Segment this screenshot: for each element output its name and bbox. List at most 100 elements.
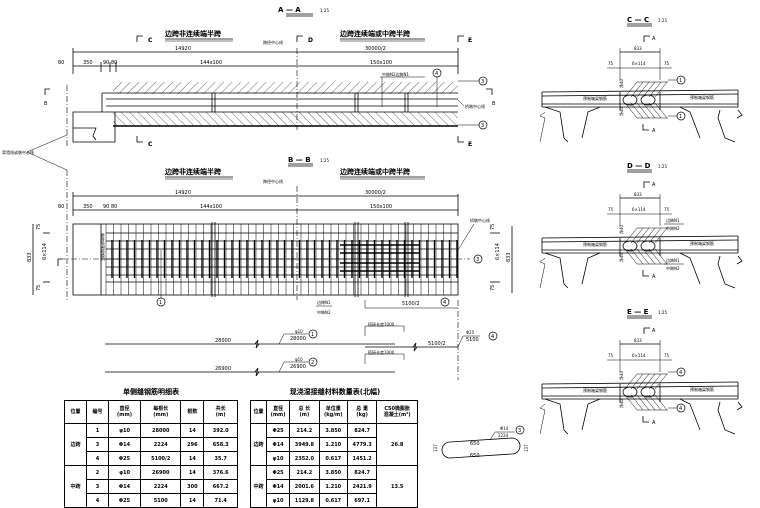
column-header: 编号 bbox=[86, 400, 110, 424]
bar1-dia: φ10 bbox=[295, 329, 303, 334]
bar2-length: 26900 bbox=[215, 366, 231, 372]
cc-title: C — C bbox=[627, 16, 649, 24]
dim-75-left: 75 bbox=[608, 207, 614, 212]
dim-14920-a: 14920 bbox=[175, 46, 191, 52]
table-cell: 35.7 bbox=[203, 451, 238, 466]
table-cell: 296 bbox=[180, 437, 205, 452]
dim-833: 833 bbox=[634, 338, 642, 343]
u-bar-top bbox=[630, 373, 644, 390]
label-mid-n2-bottom: 中跨N2 bbox=[666, 265, 680, 271]
bar-shapes: 28000 φ10 28000 1 26900 φ10 26900 2 搭接长度… bbox=[105, 300, 498, 380]
table-cell: 4 bbox=[86, 493, 110, 508]
dim-75-right: 75 bbox=[664, 61, 670, 66]
u-bar-bottom bbox=[648, 248, 662, 265]
u-bar-bottom bbox=[654, 394, 668, 411]
u-bar-bottom bbox=[630, 248, 644, 265]
u-bar-top bbox=[636, 373, 650, 390]
dim-150x100-a: 150x100 bbox=[370, 60, 392, 66]
position-cell: 边跨 bbox=[250, 423, 267, 466]
label-net40-bottom: 净40 bbox=[618, 252, 624, 262]
dim-5100-2-b: 5100/2 bbox=[402, 301, 420, 307]
concrete-volume-cell: 26.8 bbox=[376, 423, 418, 466]
table-cell: 3 bbox=[86, 437, 110, 452]
table-cell: 28000 bbox=[140, 423, 182, 438]
cc-scale: 1:25 bbox=[658, 18, 667, 23]
table-cell: 214.2 bbox=[289, 465, 320, 480]
dim-833: 833 bbox=[634, 46, 642, 51]
table-cell: 1.210 bbox=[318, 437, 348, 452]
table-cell: Φ25 bbox=[265, 465, 291, 480]
u-bar-bottom bbox=[642, 248, 656, 265]
dim-80-a: 80 bbox=[58, 60, 64, 66]
column-header: 总 重(kg) bbox=[346, 400, 378, 424]
u-bar-bottom bbox=[630, 102, 644, 119]
label-net40-bottom: 净40 bbox=[618, 106, 624, 116]
label-mid-n2-top: 中跨N2 bbox=[666, 225, 680, 231]
position-cell: 边跨 bbox=[63, 423, 88, 466]
label-span-centerline-b: 跨径中心线 bbox=[263, 178, 283, 184]
bar4-callout-len: 5100 bbox=[466, 337, 479, 343]
u-bar-top bbox=[648, 81, 662, 98]
lap-length-1: 搭接长度1000 bbox=[368, 321, 395, 327]
dim-6x114: 6×114 bbox=[632, 353, 646, 358]
dim-350-a: 350 bbox=[83, 60, 93, 66]
dim-75-right: 75 bbox=[664, 353, 670, 358]
bar-callout-circle bbox=[676, 111, 686, 121]
column-header: 直径(mm) bbox=[265, 400, 291, 424]
dim-75-b-right-bottom: 75 bbox=[490, 285, 496, 291]
table-cell: 658.3 bbox=[203, 437, 238, 452]
u-bar-top bbox=[648, 373, 662, 390]
label-net40-top: 净40 bbox=[618, 370, 624, 380]
dd-title: D — D bbox=[627, 162, 651, 170]
dim-75-right: 75 bbox=[664, 207, 670, 212]
table-cell: Φ25 bbox=[108, 451, 142, 466]
aa-title: A — A bbox=[278, 6, 301, 14]
bar3-dia: Φ14 bbox=[500, 426, 509, 431]
table-cell: 1451.2 bbox=[346, 451, 378, 466]
bar-callout-bottom: 1 bbox=[679, 114, 682, 120]
dim-75-b-right-top: 75 bbox=[490, 224, 496, 230]
ee-scale: 1:25 bbox=[658, 310, 667, 315]
table-cell: 5100 bbox=[140, 493, 182, 508]
dim-6x114: 6×114 bbox=[632, 207, 646, 212]
u-bar-top bbox=[630, 81, 644, 98]
table-cell: 214.2 bbox=[289, 423, 320, 438]
bar2-dia: φ10 bbox=[295, 357, 303, 362]
label-prefab-steel-right: 预制箱梁钢筋 bbox=[690, 240, 714, 246]
table-cell: 2352.0 bbox=[289, 451, 320, 466]
dim-75-b-left-bottom: 75 bbox=[36, 285, 42, 291]
u-bar-top bbox=[654, 373, 668, 390]
bar3-width-right: 137 bbox=[524, 444, 529, 452]
table-cell: 2 bbox=[86, 465, 110, 480]
label-prefab-steel-left: 预制箱梁钢筋 bbox=[583, 241, 607, 247]
dim-90-a: 90 bbox=[103, 60, 109, 66]
bar-callout-4-a: 4 bbox=[435, 71, 438, 77]
u-bar-bottom bbox=[630, 394, 644, 411]
u-bar-top bbox=[636, 227, 650, 244]
bar4-dia: Φ25 bbox=[466, 330, 475, 335]
u-bar-top bbox=[654, 227, 668, 244]
table2-title: 现浇湿接缝材料数量表(北幅) bbox=[289, 388, 381, 396]
bar-callout-top: 1 bbox=[679, 78, 682, 84]
column-header: 位置 bbox=[63, 400, 88, 424]
dim-6x114: 6×114 bbox=[632, 61, 646, 66]
bb-title: B — B bbox=[288, 156, 311, 164]
bar2-callout-len: 26900 bbox=[290, 364, 306, 370]
dim-14920-b: 14920 bbox=[175, 190, 191, 196]
bar-callout-circle bbox=[676, 75, 686, 85]
u-bar-bottom bbox=[654, 102, 668, 119]
label-mid-n2: 中跨N2 bbox=[317, 309, 331, 315]
bar3-callout: 3 bbox=[518, 428, 521, 434]
cut-a-top: A bbox=[652, 182, 656, 188]
u-bar-top bbox=[630, 227, 644, 244]
table-cell: φ10 bbox=[108, 423, 142, 438]
dim-6x114-b-right: 6×114 bbox=[495, 243, 501, 260]
cut-a-bottom: A bbox=[652, 274, 656, 280]
u-bar-top bbox=[654, 81, 668, 98]
u-bar-top bbox=[624, 227, 638, 244]
table-cell: 1129.8 bbox=[289, 493, 320, 508]
